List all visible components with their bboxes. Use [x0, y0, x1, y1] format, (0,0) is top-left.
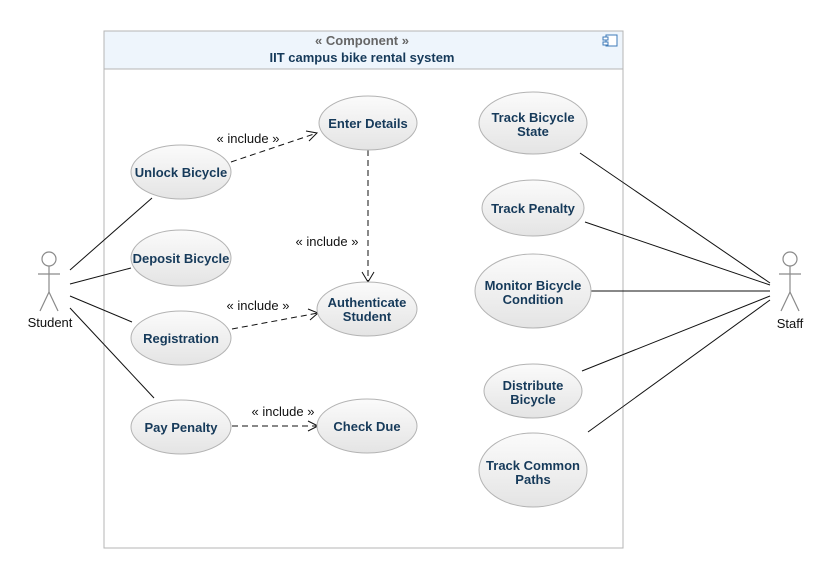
use-case-monitor-bicycle-condition[interactable]: Monitor Bicycle Condition	[474, 253, 592, 329]
use-case-label: Deposit Bicycle	[133, 251, 230, 266]
use-case-label: Unlock Bicycle	[135, 165, 228, 180]
associations	[69, 152, 771, 433]
include-label: « include »	[296, 234, 359, 249]
arrowhead	[305, 130, 319, 142]
actor-head	[782, 251, 798, 267]
assoc-student-unlock	[69, 197, 153, 271]
use-case-registration[interactable]: Registration	[130, 310, 232, 366]
use-case-label-line2: Condition	[503, 292, 564, 307]
use-case-track-penalty[interactable]: Track Penalty	[481, 179, 585, 237]
actor-staff-label: Staff	[777, 316, 804, 331]
use-case-pay-penalty[interactable]: Pay Penalty	[130, 399, 232, 455]
use-case-label: Registration	[143, 331, 219, 346]
use-case-label-line2: Paths	[515, 472, 550, 487]
use-case-track-bicycle-state[interactable]: Track Bicycle State	[478, 91, 588, 155]
use-case-deposit-bicycle[interactable]: Deposit Bicycle	[130, 229, 232, 287]
use-case-label-line1: Track Bicycle	[491, 110, 574, 125]
assoc-staff-track-penalty	[584, 221, 771, 286]
use-case-label-line1: Distribute	[503, 378, 564, 393]
actor-left-leg	[39, 291, 50, 312]
actor-staff[interactable]	[779, 251, 801, 312]
actor-head	[41, 251, 57, 267]
actor-student[interactable]	[38, 251, 60, 312]
use-case-label: Check Due	[333, 419, 400, 434]
use-case-check-due[interactable]: Check Due	[316, 398, 418, 454]
assoc-staff-distribute	[581, 295, 771, 372]
include-dependencies	[230, 130, 375, 432]
component-title: IIT campus bike rental system	[270, 50, 455, 65]
actor-right-leg	[789, 291, 800, 312]
assoc-staff-track-paths	[587, 299, 771, 433]
assoc-student-pay-penalty	[69, 307, 155, 399]
actor-right-leg	[48, 291, 59, 312]
assoc-staff-track-state	[579, 152, 771, 284]
use-case-authenticate-student[interactable]: Authenticate Student	[316, 281, 418, 337]
component-header	[103, 30, 624, 70]
component-stereotype: « Component »	[315, 33, 409, 48]
component-icon	[602, 34, 618, 47]
include-label: « include »	[227, 298, 290, 313]
use-case-unlock-bicycle[interactable]: Unlock Bicycle	[130, 144, 232, 200]
actor-left-leg	[780, 291, 791, 312]
use-case-label-line1: Track Common	[486, 458, 580, 473]
include-registration-authenticate	[231, 312, 319, 330]
use-case-label-line2: State	[517, 124, 549, 139]
include-label: « include »	[252, 404, 315, 419]
use-case-label-line1: Authenticate	[328, 295, 407, 310]
use-case-label: Enter Details	[328, 116, 407, 131]
use-case-label-line2: Bicycle	[510, 392, 556, 407]
actor-student-label: Student	[28, 315, 73, 330]
use-case-enter-details[interactable]: Enter Details	[318, 95, 418, 151]
use-case-distribute-bicycle[interactable]: Distribute Bicycle	[483, 363, 583, 419]
use-case-label-line2: Student	[343, 309, 392, 324]
include-label: « include »	[217, 131, 280, 146]
use-case-track-common-paths[interactable]: Track Common Paths	[478, 432, 588, 508]
include-unlock-enter	[230, 132, 318, 163]
use-case-label: Pay Penalty	[145, 420, 219, 435]
use-case-label-line1: Monitor Bicycle	[485, 278, 582, 293]
use-case-label: Track Penalty	[491, 201, 576, 216]
assoc-student-deposit	[69, 267, 132, 285]
assoc-student-registration	[69, 295, 133, 323]
